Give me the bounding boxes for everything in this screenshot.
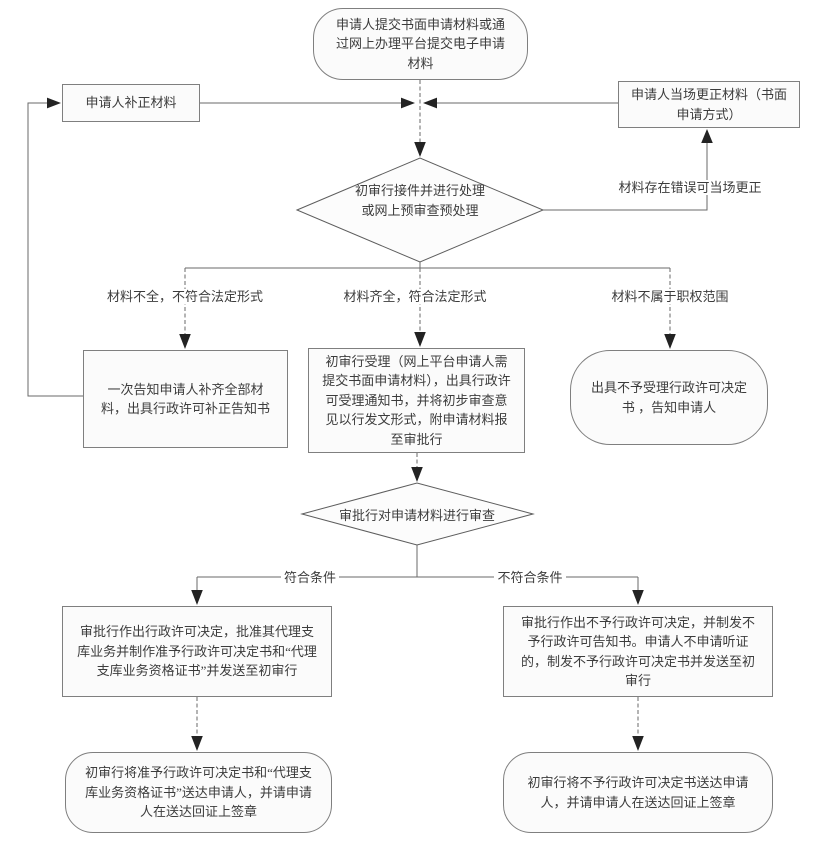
arrowhead [191, 736, 203, 751]
arrowhead [632, 590, 644, 605]
arrowhead [401, 97, 415, 109]
arrowhead [414, 332, 426, 347]
edge-label-out-of-scope: 材料不属于职权范围 [572, 289, 768, 306]
edge-label-incomplete: 材料不全，不符合法定形式 [85, 289, 285, 306]
arrowhead [411, 467, 423, 482]
connector-line [543, 143, 708, 211]
edge-label-not-meets: 不符合条件 [472, 570, 588, 587]
arrowhead [423, 97, 437, 109]
decision-intake-text: 初审行接件并进行处理或网上预审查预处理 [354, 183, 485, 218]
deliver-denial-node: 初审行将不予行政许可决定书送达申请人，并请申请人在送达回证上签章 [503, 752, 773, 833]
deny-node: 审批行作出不予行政许可决定，并制发不予行政许可告知书。申请人不申请听证的，制发不… [503, 606, 773, 697]
notify-supplement-node: 一次告知申请人补齐全部材料，出具行政许可补正告知书 [83, 350, 288, 448]
start-node: 申请人提交书面申请材料或通过网上办理平台提交电子申请材料 [313, 8, 528, 80]
reject-acceptance-node: 出具不予受理行政许可决定书 ，告知申请人 [570, 350, 768, 445]
supplement-materials-node: 申请人补正材料 [62, 84, 200, 122]
arrowhead [664, 334, 676, 349]
onsite-correction-node: 申请人当场更正材料（书面申请方式） [618, 81, 800, 128]
arrowhead [701, 129, 713, 143]
edge-label-complete: 材料齐全，符合法定形式 [315, 289, 515, 306]
arrowhead [191, 590, 203, 605]
deliver-approval-node: 初审行将准予行政许可决定书和“代理支库业务资格证书”送达申请人，并请申请人在送达… [65, 752, 332, 833]
approve-node: 审批行作出行政许可决定，批准其代理支库业务并制作准予行政许可决定书和“代理支库业… [62, 606, 332, 697]
accept-node: 初审行受理（网上平台申请人需提交书面申请材料），出具行政许可受理通知书，并将初步… [308, 348, 525, 453]
arrowhead [47, 97, 61, 109]
arrowhead [414, 142, 426, 157]
decision-review-text: 审批行对申请材料进行审查 [338, 508, 495, 523]
decision-review-diamond [300, 482, 535, 546]
edge-label-meets: 符合条件 [262, 570, 358, 587]
connector-line [27, 102, 83, 397]
arrowhead [179, 334, 191, 349]
arrowhead [632, 736, 644, 751]
edge-label-onsite-correctable: 材料存在错误可当场更正 [595, 180, 785, 197]
decision-intake-diamond [295, 157, 545, 263]
